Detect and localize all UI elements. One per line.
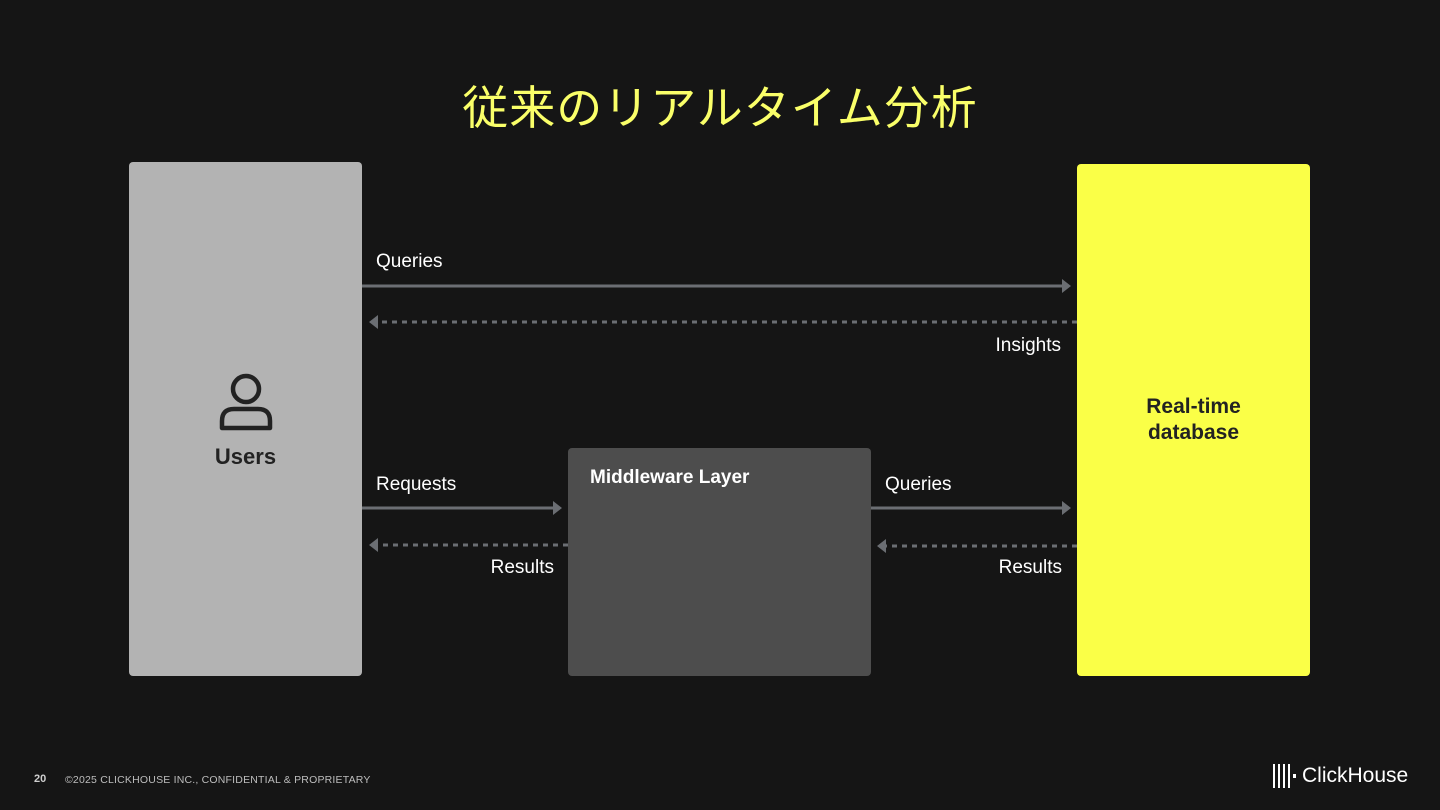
arrow-results-right (877, 539, 1077, 553)
users-label: Users (214, 444, 277, 469)
arrow-requests (362, 501, 562, 515)
label-requests: Requests (376, 474, 457, 495)
database-label: Real-time database (1077, 394, 1310, 446)
label-queries-top: Queries (376, 251, 443, 272)
clickhouse-bars-icon (1273, 764, 1296, 788)
database-label-line2: database (1147, 421, 1240, 444)
middleware-node: Middleware Layer (568, 448, 871, 676)
database-label-line1: Real-time (1146, 395, 1241, 418)
copyright-notice: ©2025 CLICKHOUSE INC., CONFIDENTIAL & PR… (65, 774, 371, 786)
arrow-queries-top (362, 279, 1071, 293)
clickhouse-logo: ClickHouse (1273, 762, 1408, 790)
user-icon (219, 373, 273, 431)
page-number: 20 (34, 773, 47, 785)
label-insights: Insights (995, 335, 1061, 356)
logo-text: ClickHouse (1302, 764, 1409, 787)
users-node: Users (129, 162, 362, 676)
slide-title: 従来のリアルタイム分析 (462, 81, 978, 135)
label-results-left: Results (490, 557, 554, 578)
arrow-results-left (369, 538, 568, 552)
arrow-queries-middleware (871, 501, 1071, 515)
realtime-database-node: Real-time database (1077, 164, 1310, 676)
arrow-insights (369, 315, 1077, 329)
label-queries-middleware: Queries (885, 474, 952, 495)
label-results-right: Results (998, 557, 1062, 578)
middleware-label: Middleware Layer (590, 467, 750, 488)
